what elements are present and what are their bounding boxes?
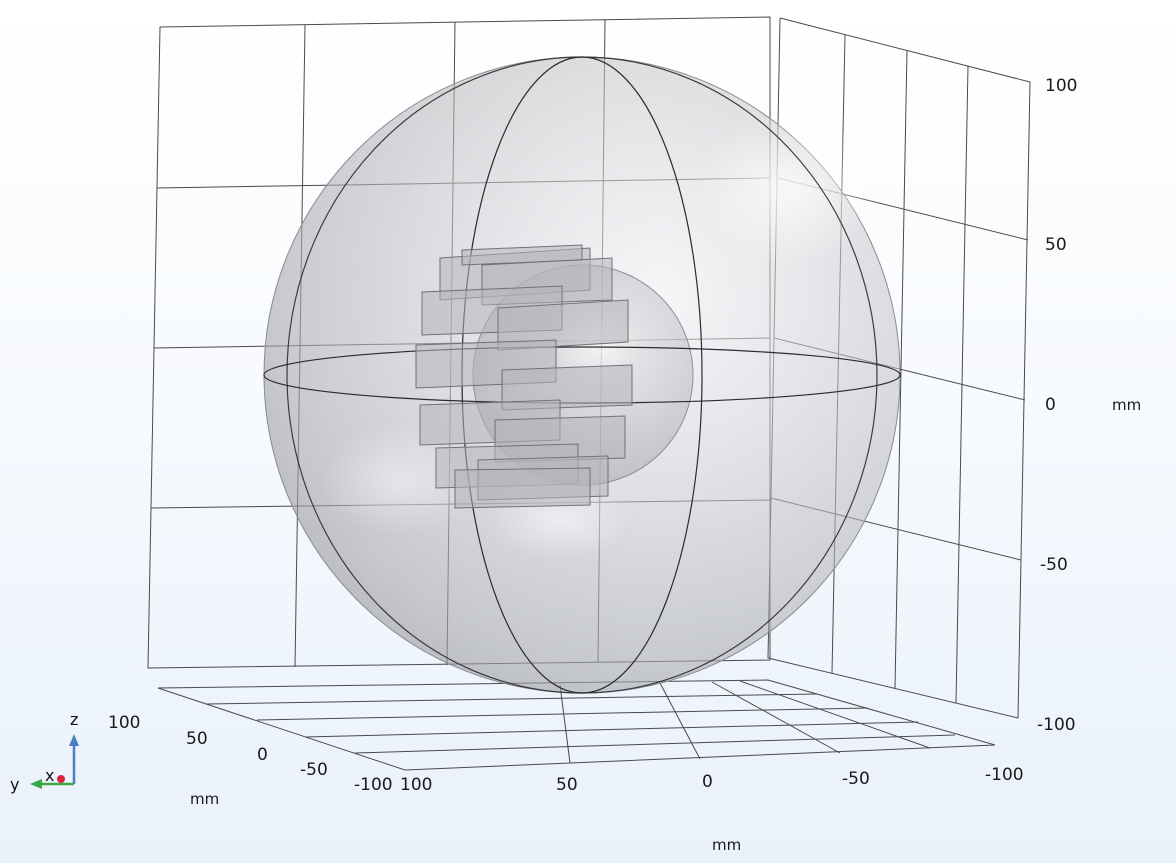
y-tick-label: -100 [354,775,393,795]
z-tick-label: -100 [1037,715,1076,735]
x-axis-ticks: 100 50 0 -50 -100 mm [400,765,1024,854]
x-tick-label: 100 [400,775,432,795]
z-tick-label: 0 [1045,395,1056,415]
x-arrow-icon [57,775,65,783]
axis-triad: z y x [10,710,79,794]
triad-y-label: y [10,775,19,794]
y-tick-label: 0 [257,745,268,765]
x-tick-label: -100 [985,765,1024,785]
z-tick-label: 50 [1045,235,1067,255]
z-tick-label: 100 [1045,76,1077,96]
y-tick-label: 50 [186,729,208,749]
x-tick-label: 0 [702,772,713,792]
x-axis-unit: mm [712,836,741,854]
y-tick-label: -50 [300,760,328,780]
x-tick-label: -50 [842,769,870,789]
z-axis-unit: mm [1112,396,1141,414]
triad-x-label: x [45,766,54,785]
y-axis-ticks: 100 50 0 -50 -100 mm [108,713,393,808]
rotor-teeth[interactable] [415,244,633,509]
x-tick-label: 50 [556,775,578,795]
triad-z-label: z [70,710,78,729]
z-tick-label: -50 [1040,555,1068,575]
y-tick-label: 100 [108,713,140,733]
z-axis-ticks: 100 50 0 -50 -100 mm [1037,76,1141,735]
y-axis-unit: mm [190,790,219,808]
floor-grid [157,679,996,771]
